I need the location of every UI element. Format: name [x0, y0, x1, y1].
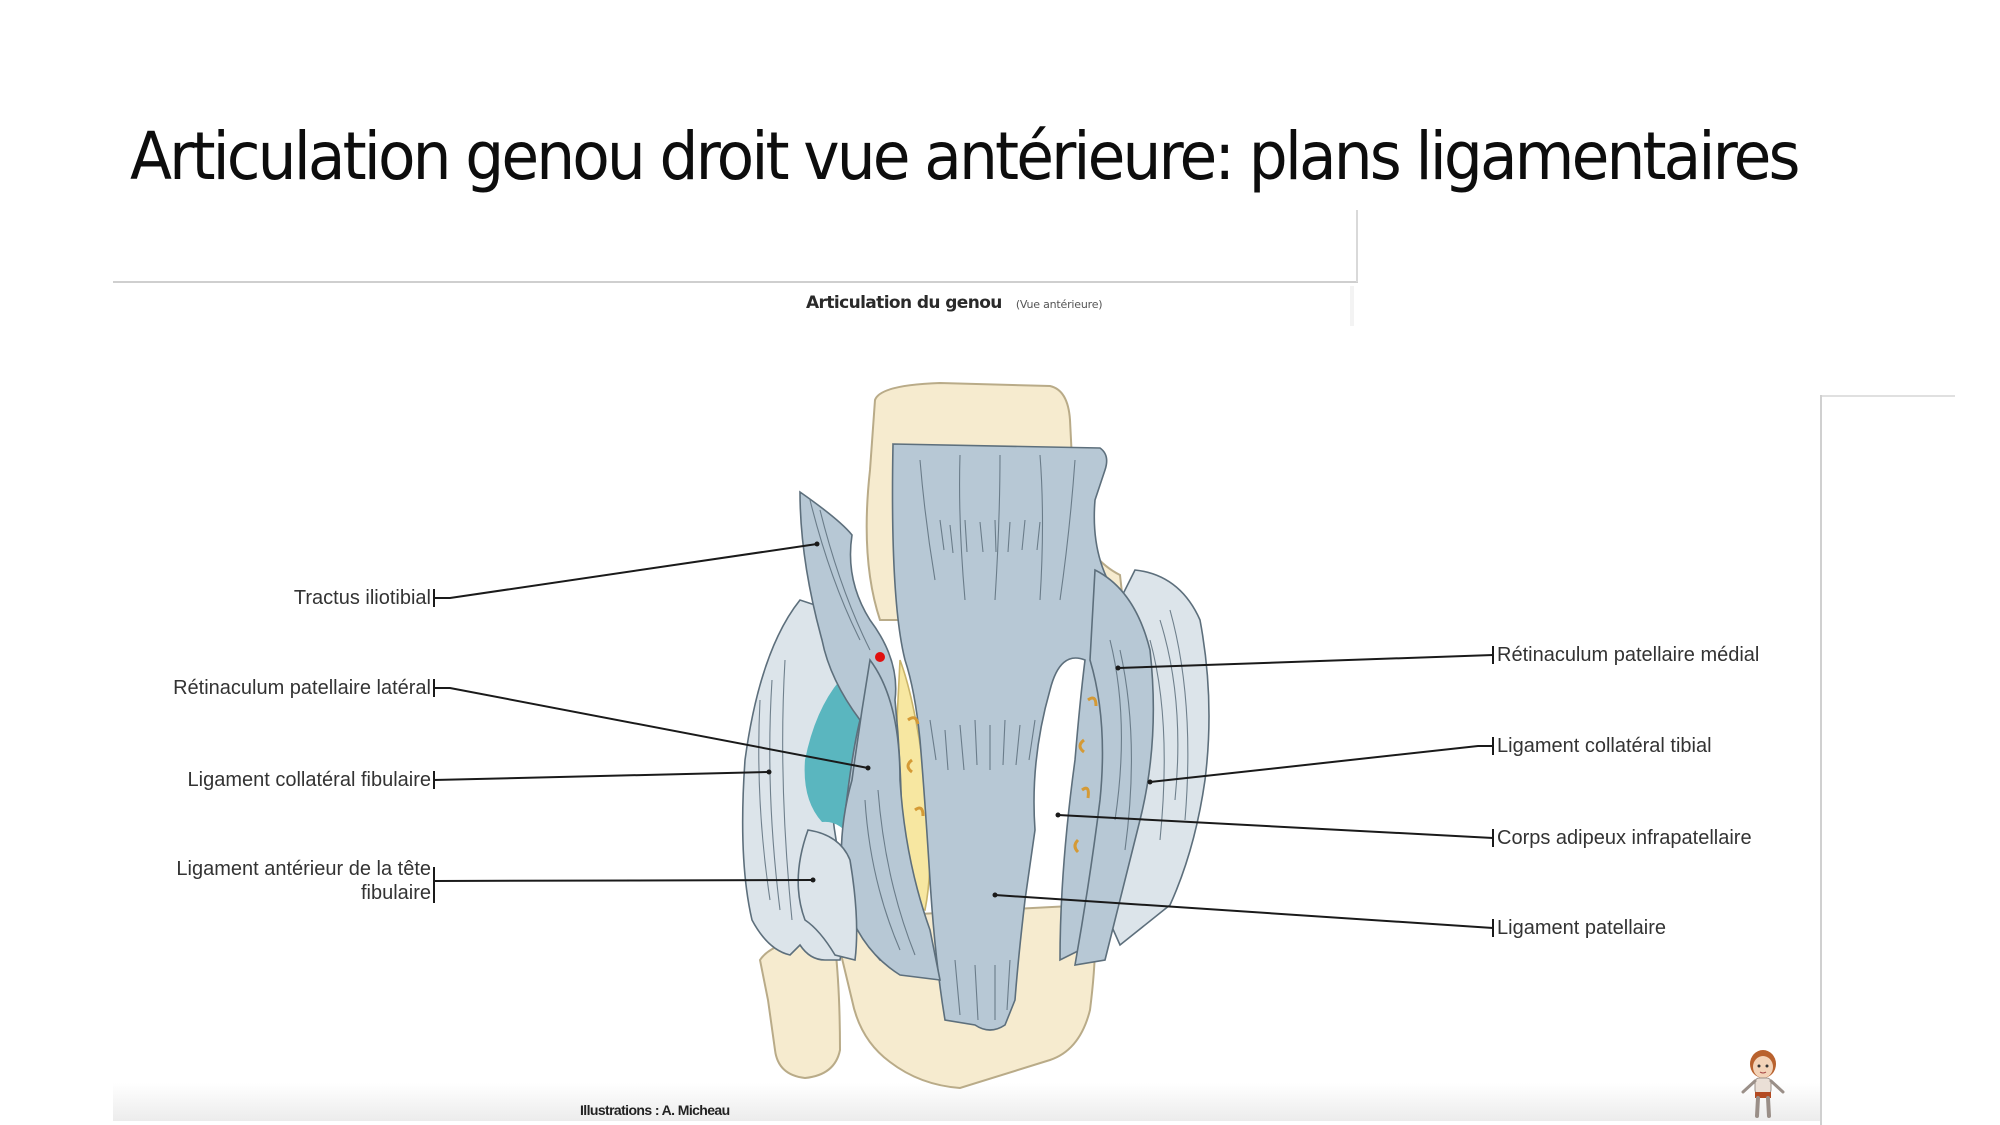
- embedded-panel-shadow: [1350, 286, 1354, 326]
- side-panel-left-border: [1820, 395, 1822, 1125]
- label-ligament-anterieur-tete-fibulaire-line2: fibulaire: [360, 882, 431, 904]
- embedded-panel-divider: [113, 281, 1358, 283]
- figure-subtitle: (Vue antérieure): [1015, 298, 1103, 311]
- label-ligament-collateral-tibial: Ligament collatéral tibial: [1497, 735, 1712, 757]
- label-corps-adipeux-infrapatellaire: Corps adipeux infrapatellaire: [1497, 827, 1752, 849]
- label-ligament-patellaire: Ligament patellaire: [1497, 917, 1666, 939]
- anterior-fibular-head-ligament: [797, 829, 858, 961]
- illustration-credit: Illustrations : A. Micheau: [580, 1102, 730, 1118]
- medial-retinaculum: [1074, 568, 1155, 966]
- label-retinaculum-medial: Rétinaculum patellaire médial: [1497, 644, 1760, 666]
- label-retinaculum-lateral: Rétinaculum patellaire latéral: [173, 677, 431, 699]
- lateral-retinaculum: [840, 658, 942, 981]
- child-figure-icon: [1741, 1050, 1785, 1118]
- leader-endpoints: [766, 541, 1153, 898]
- leader-lines: [433, 543, 1494, 937]
- label-ligament-anterieur-tete-fibulaire-line1: Ligament antérieur de la tête: [176, 858, 431, 880]
- red-dot-marker: [875, 652, 885, 662]
- figure-footer-bar: [113, 1083, 1820, 1121]
- figure-heading: Articulation du genou (Vue antérieure): [806, 293, 1103, 313]
- figure-title: Articulation du genou: [806, 293, 1002, 313]
- fiber-lines: [758, 454, 1189, 1021]
- fat-curls: [906, 696, 1098, 854]
- side-panel-top-border: [1821, 395, 1955, 397]
- label-tractus-iliotibial: Tractus iliotibial: [293, 587, 431, 609]
- ligaments: [741, 443, 1210, 1031]
- slide-title: Articulation genou droit vue antérieure:…: [130, 118, 1800, 195]
- embedded-panel-edge: [1356, 210, 1358, 282]
- label-ligament-collateral-fibulaire: Ligament collatéral fibulaire: [187, 769, 431, 791]
